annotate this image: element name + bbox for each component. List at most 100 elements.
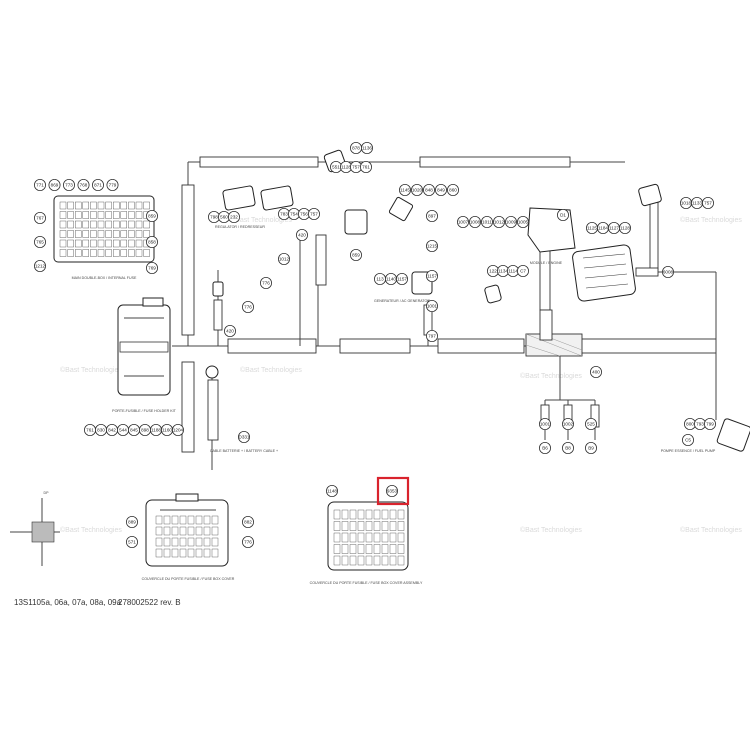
callout-ecm-pins: 1127 [608,221,621,234]
pin [349,521,357,531]
callout-small-row: C7 [517,264,530,277]
harness-segment [419,156,571,168]
callout-mid-group: 849 [434,183,447,196]
main-fuse-box: MAIN DOUBLE-BOX / INTERNAL FUSE [53,195,155,280]
callout-right-top: 1018 [680,196,693,209]
pin [67,239,74,248]
footer-code: 13S1105a, 06a, 07a, 08a, 09a [14,598,122,607]
pin [179,515,187,525]
pin [128,230,135,238]
callout-fuse-holder: 830 [95,423,108,436]
pin [67,201,74,210]
callout-regulator-pair: 232 [227,210,240,223]
pin [74,211,82,219]
pin [82,220,90,229]
pin [341,521,349,531]
callout-label: 754 [290,212,298,217]
callout-label: 849 [437,188,445,193]
large-connector [572,244,636,302]
callout-fuse-box-top: 871 [92,178,105,191]
callout-fuse-holder: 842 [106,423,119,436]
pin [195,537,203,547]
pin [333,509,341,520]
pin [163,537,171,547]
svg-text:GENERATEUR / AC GENERATOR: GENERATEUR / AC GENERATOR [374,299,430,303]
callout-label: 1140 [386,277,396,282]
callout-highlight-box: 1148 [325,484,338,497]
callout-ecm-pins: 1128 [619,221,632,234]
callout-fuse-holder: 544 [117,423,130,436]
pin [365,509,373,520]
callout-label: 1148 [327,489,337,494]
pin [143,230,150,238]
callout-center-small: 859 [349,248,362,261]
pin [349,555,357,566]
callout-fuse-box-right: 769 [145,261,158,274]
harness-segment [635,267,659,277]
callout-label: 860 [449,188,457,193]
pin [105,211,112,219]
callout-label: B9 [588,446,594,451]
callout-label: 798 [210,215,218,220]
callout-small-box: 776 [241,536,254,549]
callout-label: 859 [148,214,156,219]
callout-small-box: 882 [241,516,254,529]
pin [120,201,128,210]
harness-segment [579,338,717,354]
pin [59,211,67,219]
callout-fuse-holder: 1204 [171,423,184,436]
pin [187,526,195,536]
callout-ecm-pins: 1184 [597,221,610,234]
callout-top-connector: 1136 [360,141,373,154]
callout-label: 113 [376,277,384,282]
pin [112,230,120,238]
svg-text:COUVERCLE DU PORTE FUSIBLE / F: COUVERCLE DU PORTE FUSIBLE / FUSE BOX CO… [310,581,423,585]
left-detail: DP [10,491,60,566]
pin [128,220,135,229]
callout-fuse-box-top: 779 [106,178,119,191]
pin [333,532,341,543]
pin [381,532,389,543]
pin [349,532,357,543]
pin [381,544,389,554]
callout-label: 898 [141,428,149,433]
callout-fuel-pump: C5 [682,433,695,446]
callout-small-row: 122 [486,264,499,277]
callout-generator: 1157 [395,272,408,285]
callout-label: C5 [685,438,691,443]
callout-highlight-box: 9353 [385,484,398,497]
pin [120,211,128,219]
callout-label: 882 [244,520,252,525]
pin [389,532,397,543]
callout-fuse-box-left: 765 [34,235,47,248]
callout-ecm-label: D1 [557,208,570,221]
callout-label: 1145 [400,188,410,193]
callout-fuse-box-left: 1212 [34,259,47,272]
pin [120,230,128,238]
watermark: ©Bast Technologies [240,366,302,374]
fuse-box-assembly: COUVERCLE DU PORTE FUSIBLE / FUSE BOX CO… [310,501,423,585]
callout-label: B8 [565,446,571,451]
harness-segment [539,309,553,341]
harness-segment [213,299,223,331]
pin [59,239,67,248]
callout-label: 845 [130,428,138,433]
pin [135,249,143,257]
callout-label: 122 [489,269,497,274]
harness-segment [199,156,319,168]
callout-label: 551 [332,165,340,170]
callout-fuse-box-top: 773 [63,178,76,191]
callout-label: 869 [51,183,59,188]
pin [112,249,120,257]
pin [381,521,389,531]
harness-segment [437,338,525,354]
pin [187,537,195,547]
callout-label: 797 [428,334,436,339]
callout-label: 1012 [279,257,290,262]
callout-label: 757 [704,201,712,206]
callout-top-pair-a: 551 [329,160,342,173]
callout-left-wire: 1012 [277,252,290,265]
callout-label: 771 [36,183,44,188]
callout-mid-group: 1145 [398,183,411,196]
pin [97,201,105,210]
